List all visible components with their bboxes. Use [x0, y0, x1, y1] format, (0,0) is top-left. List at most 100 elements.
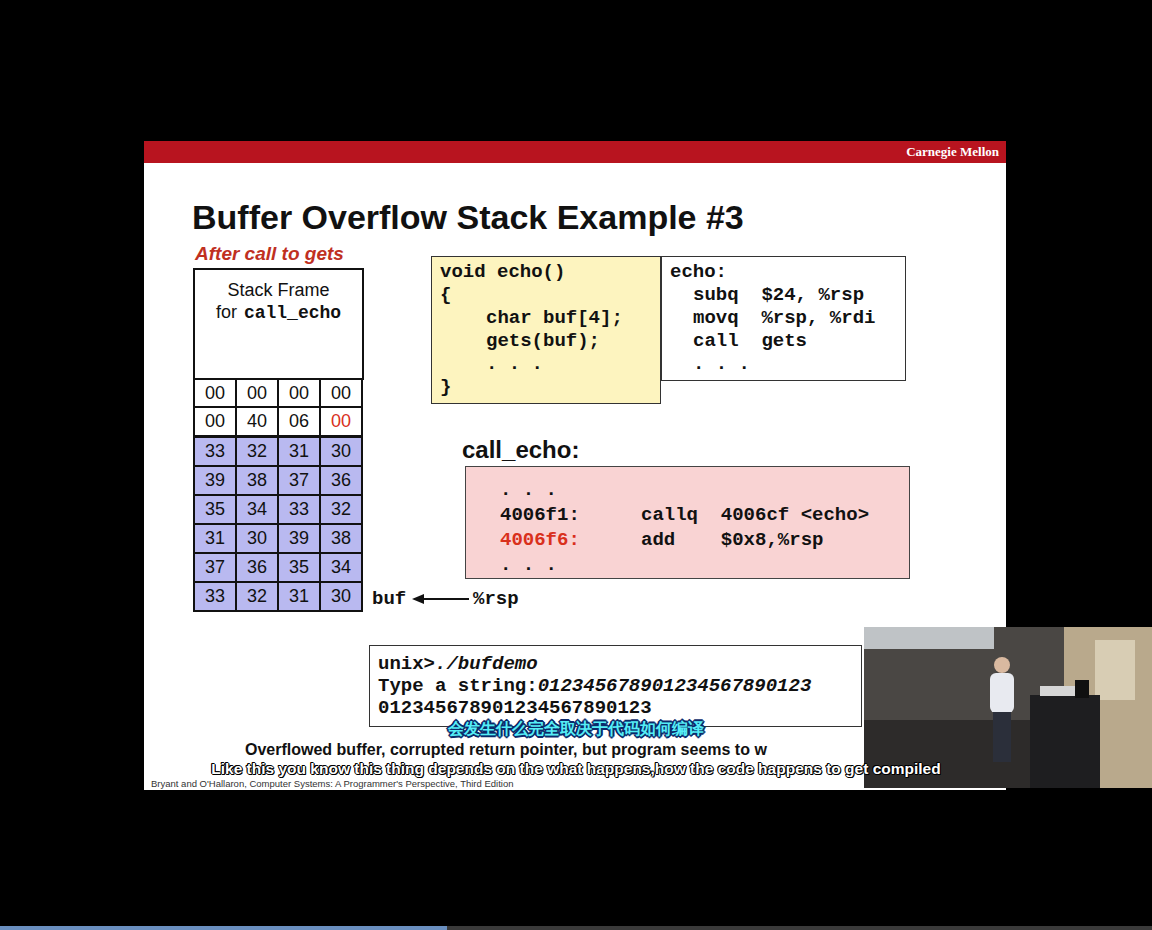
text-line: echo:	[670, 261, 897, 284]
byte-value: 37	[205, 557, 225, 578]
stack-cell: 36	[235, 552, 279, 583]
byte-value: 31	[289, 586, 309, 607]
citation: Bryant and O'Hallaron, Computer Systems:…	[151, 779, 514, 789]
code-text: . . .	[486, 353, 543, 376]
byte-value: 30	[331, 441, 351, 462]
code-text: subq $24, %rsp	[693, 284, 864, 307]
code-text: . . .	[500, 478, 557, 503]
label-text: Stack Frame	[227, 279, 329, 301]
byte-value: 30	[247, 528, 267, 549]
code-text: }	[440, 376, 451, 399]
code-text: {	[440, 284, 451, 307]
text-line: {	[440, 284, 652, 307]
wall-panel	[1095, 640, 1135, 700]
stack-frame-box: Stack Frameforcall_echo	[193, 268, 364, 380]
code-text: Type a string:	[378, 675, 538, 697]
c-code-box: void echo(){char buf[4];gets(buf);. . .}	[431, 256, 661, 404]
text-line: Stack Frame	[195, 279, 362, 301]
stack-cell: 32	[235, 581, 279, 612]
stack-cell: 00	[319, 378, 363, 408]
byte-value: 36	[331, 470, 351, 491]
byte-value: 32	[247, 441, 267, 462]
byte-value: 38	[247, 470, 267, 491]
byte-value: 33	[205, 586, 225, 607]
label-text: Carnegie Mellon	[906, 141, 999, 163]
code-text: echo:	[670, 261, 727, 284]
stack-cell: 31	[277, 436, 321, 467]
byte-value: 34	[247, 499, 267, 520]
code-text: . . .	[693, 353, 750, 376]
stack-cell: 40	[235, 406, 279, 437]
text-line: . . .	[500, 478, 901, 503]
pointer-arrow	[420, 598, 469, 600]
arrow-head	[412, 594, 424, 604]
byte-value: 37	[289, 470, 309, 491]
text-line: }	[440, 376, 652, 399]
stack-cell: 00	[193, 378, 237, 408]
monitor	[1075, 680, 1089, 698]
stack-cell: 00	[193, 406, 237, 437]
byte-value: 33	[205, 441, 225, 462]
text-line: unix>./bufdemo	[378, 653, 853, 675]
byte-value: 31	[205, 528, 225, 549]
text-line: call gets	[670, 330, 897, 353]
byte-value: 32	[331, 499, 351, 520]
lecturer-trousers	[993, 712, 1011, 762]
stack-cell: 00	[277, 378, 321, 408]
stack-cell: 33	[193, 436, 237, 467]
stack-cell: 38	[235, 465, 279, 496]
text-line: subq $24, %rsp	[670, 284, 897, 307]
call-echo-box: call_echo:. . .4006f1:callq 4006cf <echo…	[465, 466, 910, 579]
stack-cell: 06	[277, 406, 321, 437]
code-text: 012345678901234567890123	[378, 697, 652, 719]
byte-value: 31	[289, 441, 309, 462]
byte-value: 39	[205, 470, 225, 491]
code-text: ./bufdemo	[435, 653, 538, 675]
lecturer-head	[994, 657, 1010, 673]
code-text: 4006f1:	[500, 503, 641, 528]
text-line: gets(buf);	[440, 330, 652, 353]
code-text: 4006f6:	[500, 528, 641, 553]
byte-value: 35	[205, 499, 225, 520]
byte-value: 40	[247, 411, 267, 432]
buffer-name: buf	[372, 588, 406, 610]
lecturer-shirt	[990, 673, 1014, 713]
code-text: callq 4006cf <echo>	[641, 503, 869, 528]
text-line: Carnegie Mellon	[144, 141, 999, 163]
stack-cell: 32	[319, 494, 363, 525]
stack-cell: 00	[235, 378, 279, 408]
projection-screen	[864, 627, 994, 649]
byte-value: 00	[247, 383, 267, 404]
podium	[1030, 695, 1100, 788]
asm-code-box: echo:subq $24, %rspmovq %rsp, %rdicall g…	[661, 256, 906, 381]
text-line: . . .	[440, 353, 652, 376]
stack-cell: 37	[193, 552, 237, 583]
header-bar: Carnegie Mellon	[144, 141, 1006, 163]
stack-cell: 37	[277, 465, 321, 496]
stack-cell: 34	[319, 552, 363, 583]
byte-value: 38	[331, 528, 351, 549]
stack-cell: 31	[277, 581, 321, 612]
byte-value: 39	[289, 528, 309, 549]
stack-cell: 33	[193, 581, 237, 612]
progress-track	[0, 926, 1152, 930]
stack-cell: 30	[235, 523, 279, 554]
code-text: 012345678901234567890123	[538, 675, 812, 697]
code-text: gets(buf);	[486, 330, 600, 353]
byte-value: 00	[205, 383, 225, 404]
terminal-box: unix>./bufdemoType a string:012345678901…	[369, 645, 862, 727]
byte-value: 06	[289, 411, 309, 432]
code-text: add $0x8,%rsp	[641, 528, 823, 553]
text-line: char buf[4];	[440, 307, 652, 330]
state-caption: After call to gets	[195, 242, 344, 266]
byte-value: 00	[331, 411, 351, 432]
text-line: 4006f1:callq 4006cf <echo>	[500, 503, 901, 528]
stack-cell: 30	[319, 436, 363, 467]
byte-value: 00	[205, 411, 225, 432]
text-line: Type a string:012345678901234567890123	[378, 675, 853, 697]
subtitle-english: Like this you know this thing depends on…	[0, 759, 1152, 778]
byte-value: 00	[331, 383, 351, 404]
